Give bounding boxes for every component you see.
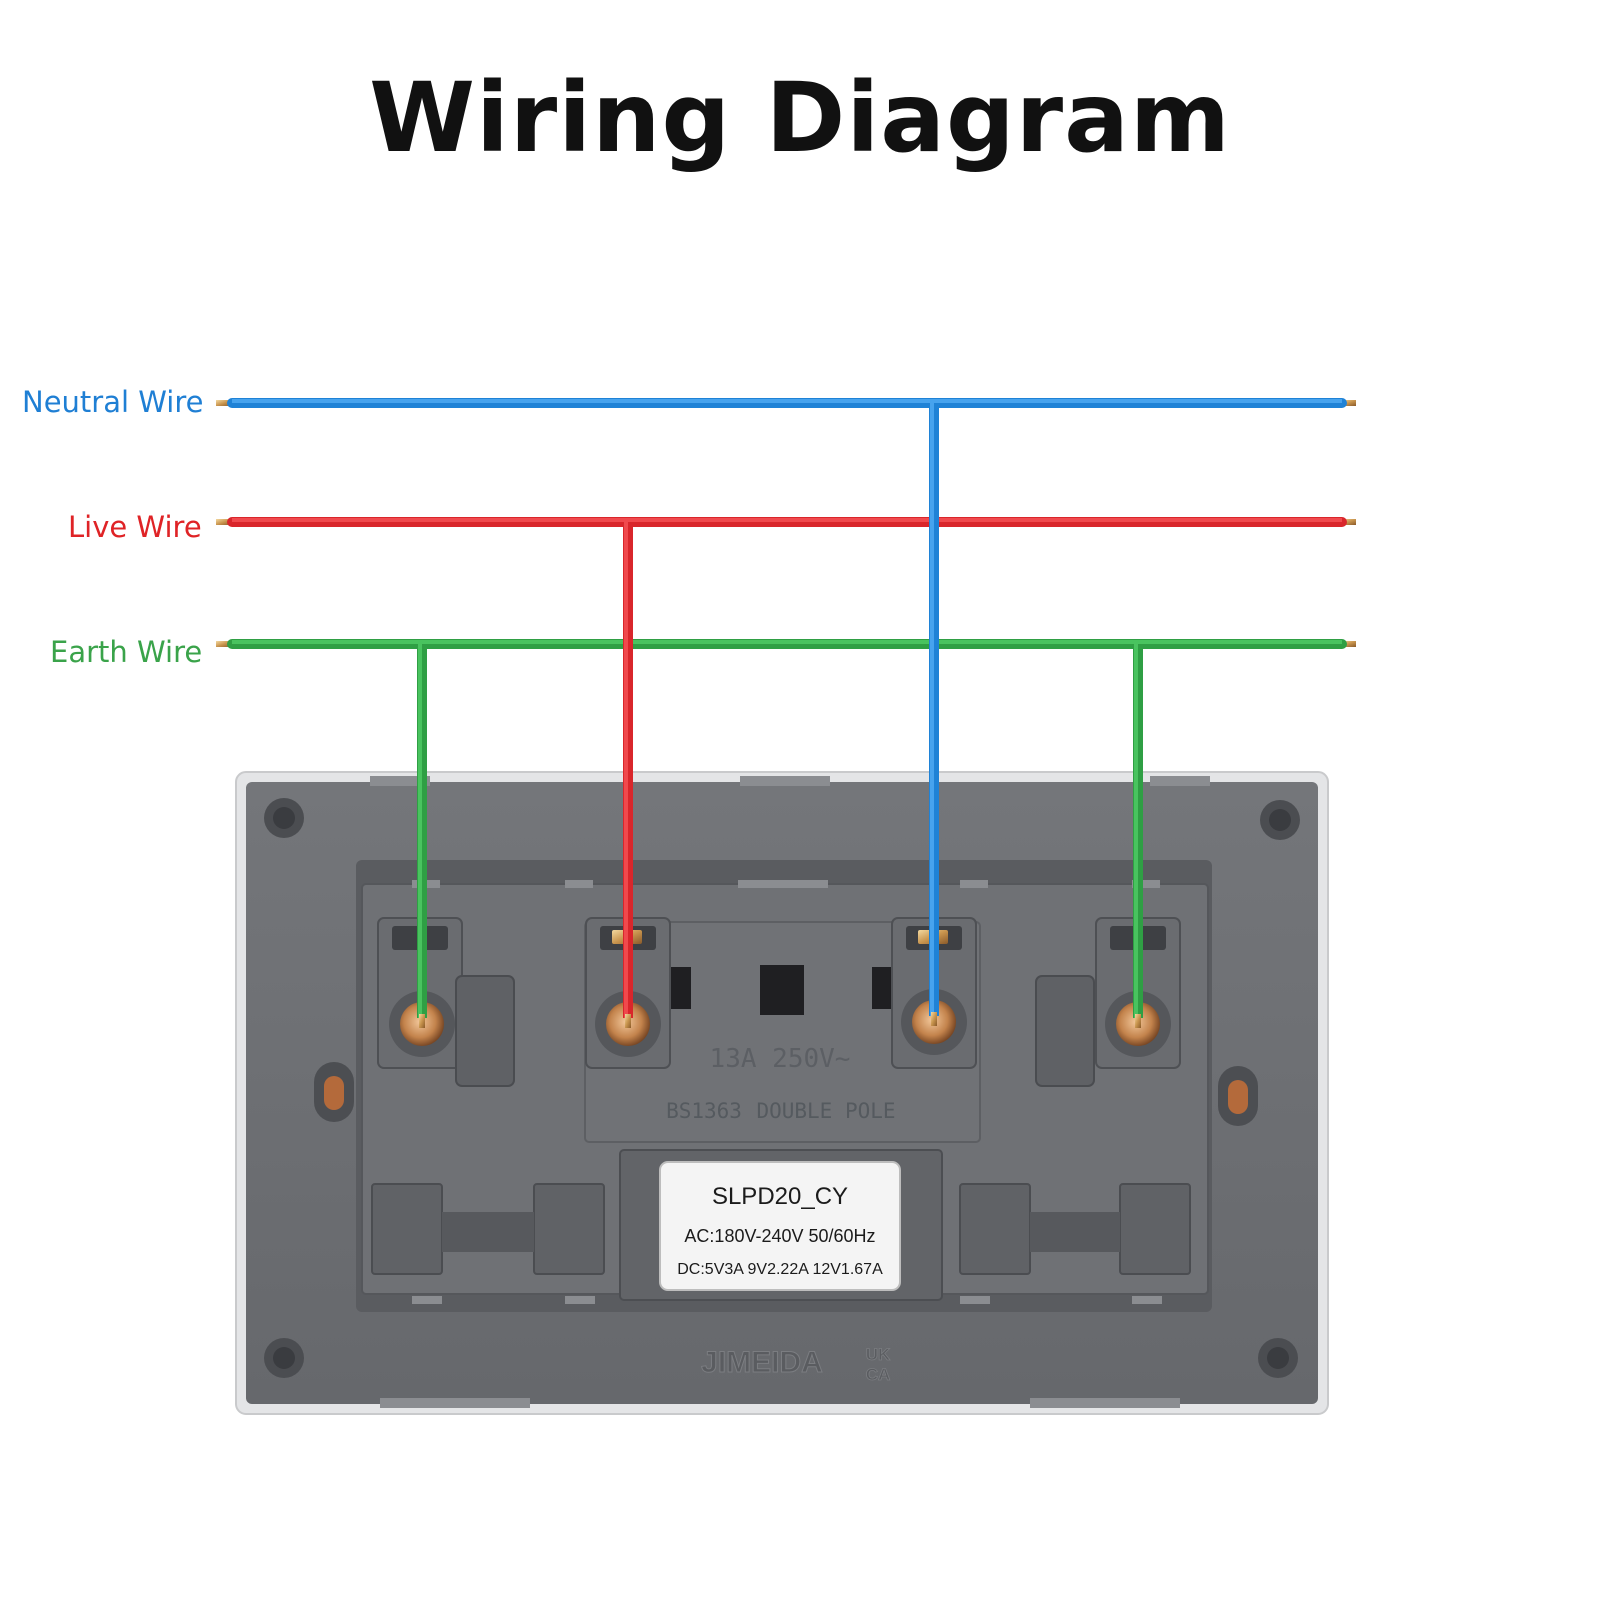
brand-text: JIMEIDA: [701, 1346, 823, 1379]
standard-text: BS1363: [666, 1099, 742, 1123]
neutral-wire: [216, 398, 1356, 1016]
mounting-hole-bottom-left: [264, 1338, 304, 1378]
neutral-wire-label: Neutral Wire: [22, 385, 204, 419]
terminal-block-earth-left: [377, 917, 515, 1087]
live-wire: [216, 517, 1356, 1018]
live-wire-label: Live Wire: [68, 510, 202, 544]
earth-wire-label: Earth Wire: [50, 635, 203, 669]
mounting-hole-bottom-right: [1258, 1338, 1298, 1378]
earth-wire: [216, 639, 1356, 1018]
mounting-hole-top-right: [1260, 800, 1300, 840]
sticker-dc: DC:5V3A 9V2.22A 12V1.67A: [677, 1261, 883, 1278]
socket-back: 13A 250V~ BS1363 DOUBLE POLE: [235, 771, 1329, 1415]
rating-text: 13A 250V~: [710, 1044, 851, 1074]
page-title: Wiring Diagram: [369, 62, 1231, 174]
pin-opening-center: [760, 965, 804, 1015]
spec-sticker: SLPD20_CY AC:180V-240V 50/60Hz DC:5V3A 9…: [659, 1161, 901, 1291]
ukca-mark-bottom: CA: [866, 1365, 891, 1384]
mounting-hole-top-left: [264, 798, 304, 838]
sticker-ac: AC:180V-240V 50/60Hz: [684, 1226, 875, 1246]
pole-type-text: DOUBLE POLE: [756, 1099, 895, 1123]
side-slot-right: [1218, 1066, 1258, 1126]
sticker-model: SLPD20_CY: [712, 1183, 848, 1210]
side-slot-left: [314, 1062, 354, 1122]
ukca-mark-top: UK: [866, 1345, 891, 1364]
